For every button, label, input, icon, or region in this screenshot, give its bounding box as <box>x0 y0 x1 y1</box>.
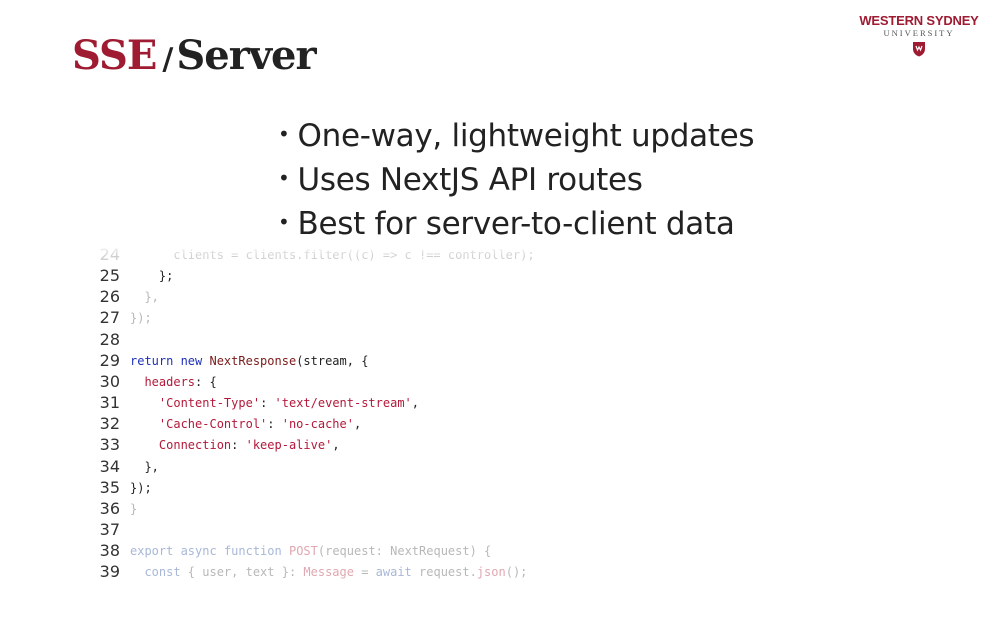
code-token: { user, text }: <box>187 565 304 580</box>
line-number: 33 <box>99 435 120 455</box>
code-line: 33 Connection: 'keep-alive', <box>98 434 658 455</box>
code-text: }, <box>130 459 159 474</box>
code-text: }); <box>130 480 152 495</box>
code-line: 31 'Content-Type': 'text/event-stream', <box>98 392 658 413</box>
code-token: function <box>223 544 289 559</box>
code-text: Connection: 'keep-alive', <box>130 437 340 453</box>
line-number: 37 <box>99 519 120 539</box>
line-number: 25 <box>99 266 120 286</box>
bullet-dot-icon: • <box>278 210 290 234</box>
code-token: 'text/event-stream' <box>274 396 412 411</box>
bullet-dot-icon: • <box>278 122 290 146</box>
code-text: }; <box>130 269 174 284</box>
code-token: : <box>231 438 246 453</box>
line-number: 29 <box>99 350 120 370</box>
logo-text-secondary: UNIVERSITY <box>883 28 955 38</box>
university-logo: WESTERN SYDNEY UNIVERSITY <box>855 14 983 57</box>
code-text: }, <box>130 290 159 305</box>
line-number: 30 <box>99 371 120 391</box>
logo-text-primary: WESTERN SYDNEY <box>859 13 979 28</box>
bullet-item: •Best for server-to-client data <box>278 206 735 242</box>
code-token: 'Cache-Control' <box>158 417 268 432</box>
code-token: : <box>260 396 275 411</box>
code-token <box>130 396 159 410</box>
code-token: (stream, { <box>296 353 369 368</box>
code-line: 25 }; <box>98 265 658 286</box>
code-token: headers <box>144 374 196 389</box>
code-token: NextResponse <box>209 353 297 368</box>
code-line: 36} <box>98 498 658 519</box>
code-token: async <box>180 544 224 559</box>
code-line: 35}); <box>98 477 658 498</box>
bullet-item: •Uses NextJS API routes <box>278 162 643 198</box>
line-number: 28 <box>99 329 120 349</box>
line-number: 31 <box>99 393 120 413</box>
code-screenshot: 24 clients = clients.filter((c) => c !==… <box>98 244 658 587</box>
code-line: 38 export async function POST(request: Ne… <box>98 540 658 561</box>
line-number: 34 <box>99 456 120 476</box>
line-number: 36 <box>99 498 120 518</box>
code-line: 39 const { user, text }: Message = await… <box>98 561 658 582</box>
code-text: return new NextResponse(stream, { <box>130 353 368 369</box>
code-token: , <box>411 396 420 411</box>
bullet-item: •One-way, lightweight updates <box>278 118 755 154</box>
slide-title: SSE/Server <box>72 32 317 82</box>
line-number: 39 <box>99 562 120 582</box>
code-token: Connection <box>158 438 232 453</box>
line-number: 38 <box>99 541 120 561</box>
code-line: 29 return new NextResponse(stream, { <box>98 350 658 371</box>
bullet-dot-icon: • <box>278 166 290 190</box>
line-number: 32 <box>99 414 120 434</box>
code-text: export async function POST(request: Next… <box>130 543 491 559</box>
code-token: (request: NextRequest) { <box>317 544 492 559</box>
code-token: const <box>130 565 188 580</box>
code-line: 28 <box>98 329 658 350</box>
code-text: }); <box>130 311 152 326</box>
code-token: return <box>130 353 181 368</box>
code-token: new <box>180 353 210 368</box>
code-fade-top <box>98 244 658 256</box>
code-token: (); <box>505 565 528 580</box>
code-token: , <box>332 438 340 453</box>
code-token: request. <box>419 565 477 580</box>
line-number: 35 <box>99 477 120 497</box>
code-token: 'Content-Type' <box>158 396 261 411</box>
university-crest-icon <box>913 42 925 57</box>
code-line: 32 'Cache-Control': 'no-cache', <box>98 413 658 434</box>
code-fade-bottom <box>98 581 658 587</box>
code-token <box>130 375 144 389</box>
code-token <box>130 417 159 431</box>
code-token <box>130 438 159 452</box>
code-text: const { user, text }: Message = await re… <box>130 564 527 580</box>
line-number: 27 <box>99 308 120 328</box>
code-text: } <box>130 501 138 516</box>
title-sub: Server <box>176 32 316 79</box>
code-token: json <box>476 565 506 580</box>
code-token: 'no-cache' <box>281 417 354 432</box>
line-number: 26 <box>99 287 120 307</box>
code-token: 'keep-alive' <box>245 438 333 453</box>
code-token: POST <box>288 544 318 559</box>
code-line: 30 headers: { <box>98 371 658 392</box>
code-line: 37 <box>98 519 658 540</box>
code-token: await <box>375 565 420 580</box>
code-token: : <box>267 417 282 432</box>
code-token: : { <box>195 374 217 389</box>
code-text: 'Cache-Control': 'no-cache', <box>130 416 361 432</box>
bullet-list: •One-way, lightweight updates •Uses Next… <box>278 113 755 245</box>
code-line: 27}); <box>98 307 658 328</box>
code-token: , <box>353 417 362 432</box>
title-separator: / <box>162 42 173 77</box>
code-token: Message <box>303 565 354 580</box>
code-token: export <box>130 544 181 559</box>
code-token: = <box>353 565 376 580</box>
code-line: 34 }, <box>98 456 658 477</box>
code-text: headers: { <box>130 374 217 390</box>
code-text: 'Content-Type': 'text/event-stream', <box>130 395 419 411</box>
code-line: 26 }, <box>98 286 658 307</box>
title-main: SSE <box>72 32 157 79</box>
